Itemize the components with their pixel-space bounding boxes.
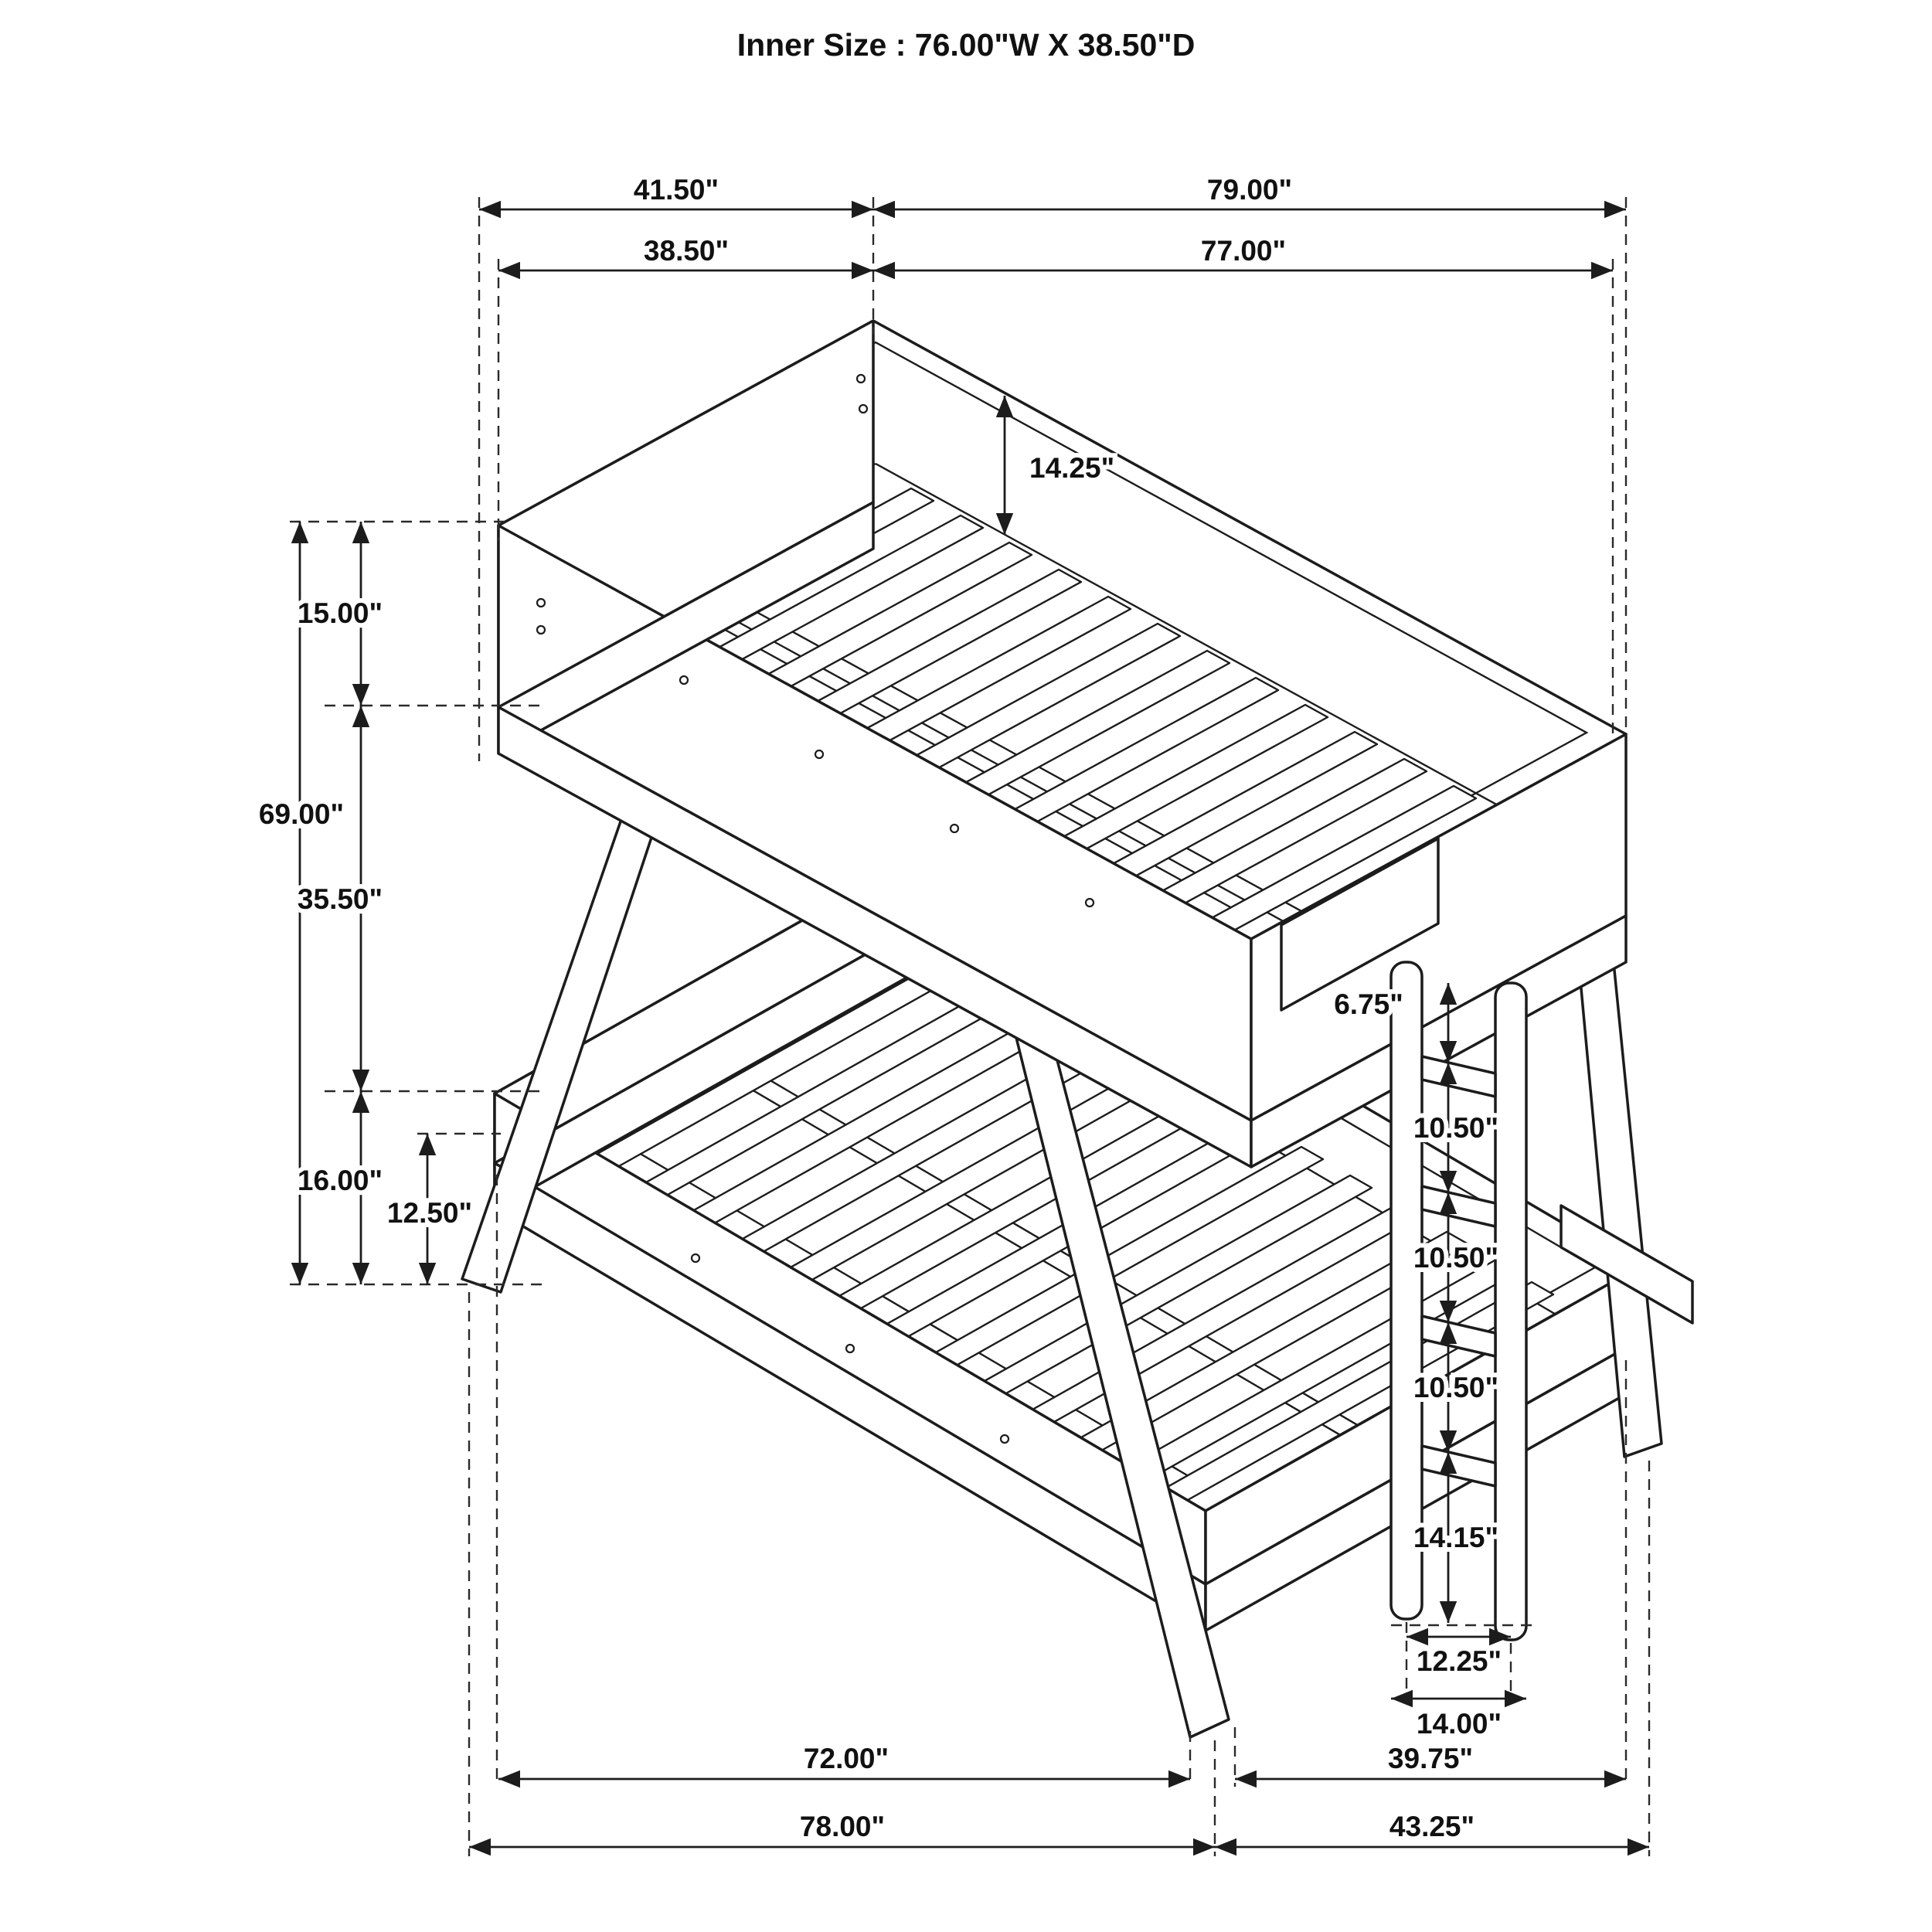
bunk-bed-drawing	[461, 319, 1694, 1739]
dimension-lines	[291, 200, 1649, 1856]
screw-dot	[999, 1434, 1010, 1444]
dim-label-ladder-inner-width: 12.25"	[1417, 1645, 1502, 1677]
screw-dot	[858, 403, 869, 414]
dim-label-lower-frame-height: 16.00"	[298, 1165, 383, 1196]
dim-label-rail-to-slats: 14.25"	[1029, 452, 1114, 484]
dim-label-second-row-left: 38.50"	[644, 235, 729, 267]
top-bunk-base-band-right	[1250, 914, 1628, 1168]
dim-label-upper-rail-height: 15.00"	[298, 597, 383, 629]
dim-label-bottom-row-right: 39.75"	[1388, 1743, 1473, 1774]
screw-dot	[845, 1343, 855, 1354]
screw-dot	[1084, 897, 1095, 908]
screw-dot	[855, 373, 866, 384]
dim-label-ladder-top-spacing: 6.75"	[1334, 988, 1403, 1020]
page-title: Inner Size : 76.00"W X 38.50"D	[737, 27, 1196, 63]
dim-label-ladder-outer-width: 14.00"	[1417, 1708, 1502, 1740]
top-bunk	[497, 319, 1628, 1168]
screw-dot	[679, 675, 689, 685]
dim-label-upper-to-lower-gap: 35.50"	[298, 883, 383, 915]
dim-label-top-row-right: 79.00"	[1207, 174, 1292, 206]
top-bunk-entry-notch	[1280, 837, 1440, 1012]
dim-label-ladder-spacing-2: 10.50"	[1413, 1242, 1498, 1274]
lower-right-side-rail	[1560, 1204, 1694, 1325]
ladder-right-rail	[1494, 981, 1528, 1641]
extension-lines	[290, 197, 1651, 1856]
dim-label-base-row-right: 43.25"	[1389, 1811, 1475, 1842]
screw-dot	[949, 823, 960, 834]
dim-label-top-row-left: 41.50"	[634, 174, 719, 206]
screw-dot	[814, 749, 825, 760]
ladder-step-1	[1420, 1055, 1497, 1098]
ladder-left-rail	[1389, 961, 1423, 1621]
screw-dot	[536, 597, 546, 608]
dim-label-overall-height: 69.00"	[259, 798, 344, 830]
dim-label-bottom-row-left: 72.00"	[804, 1743, 889, 1774]
dim-label-base-row-left: 78.00"	[800, 1811, 885, 1842]
screw-dot	[690, 1253, 701, 1264]
dim-label-ladder-bottom-spacing: 14.15"	[1413, 1522, 1498, 1553]
dimension-labels: 41.50" 79.00" 38.50" 77.00" 14.25" 15.00…	[254, 169, 1506, 1847]
dim-label-lower-slat-height: 12.50"	[387, 1197, 472, 1229]
dim-label-second-row-right: 77.00"	[1201, 235, 1286, 267]
dim-label-ladder-spacing-1: 10.50"	[1413, 1112, 1498, 1144]
dim-label-ladder-spacing-3: 10.50"	[1413, 1372, 1498, 1403]
screw-dot	[536, 624, 546, 635]
